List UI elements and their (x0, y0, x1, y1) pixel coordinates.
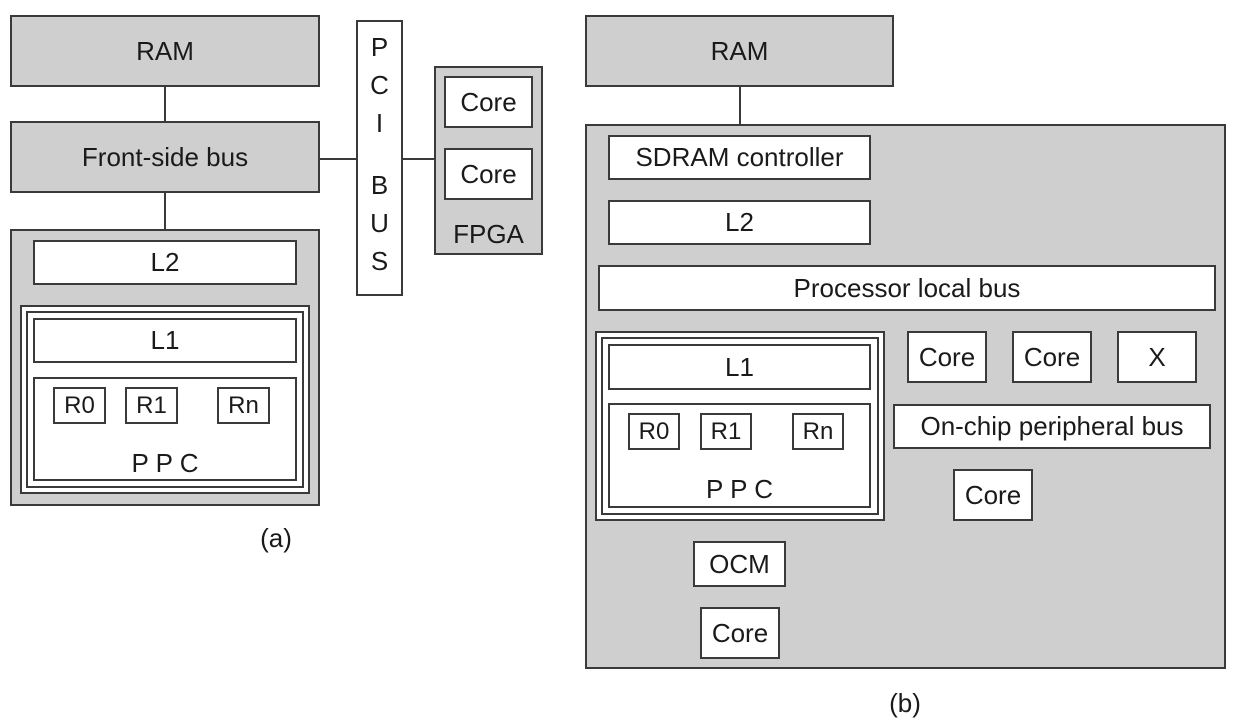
b-sdram-label: SDRAM controller (635, 142, 844, 172)
b-ppc-label: P P C (706, 474, 773, 504)
b-plb-core-2: Core (1012, 331, 1092, 383)
b-opb-label: On-chip peripheral bus (920, 411, 1184, 441)
b-plb-label: Processor local bus (793, 272, 1021, 303)
b-opb-core: Core (953, 469, 1033, 521)
b-l1-box: L1 (608, 344, 871, 390)
a-pci-letter: C (370, 70, 389, 100)
a-fpga-core-1: Core (444, 76, 533, 128)
b-bridge-x-box: X (1117, 331, 1197, 383)
a-pci-letter: I (375, 108, 384, 138)
a-ppc-label: P P C (131, 448, 199, 478)
b-l1-label: L1 (725, 351, 754, 382)
a-fpga-core-2: Core (444, 148, 533, 200)
a-register-r0: R0 (53, 387, 106, 424)
b-rn-label: Rn (802, 417, 834, 445)
b-r1-label: R1 (710, 417, 742, 445)
a-core2-label: Core (460, 158, 517, 189)
a-ram-label: RAM (136, 35, 194, 66)
b-ram-label: RAM (710, 35, 769, 66)
a-l2-label: L2 (150, 247, 180, 277)
b-core-ocm-label: Core (711, 617, 769, 648)
b-sdram-controller-box: SDRAM controller (608, 135, 871, 180)
a-core1-label: Core (460, 86, 517, 117)
b-core-opb-label: Core (964, 479, 1022, 510)
b-register-r1: R1 (700, 413, 752, 450)
b-l2-box: L2 (608, 200, 871, 245)
a-pci-letter: P (370, 32, 389, 62)
a-rn-label: Rn (228, 391, 259, 419)
a-pci-letter: S (370, 246, 389, 276)
b-ram-box: RAM (585, 15, 894, 87)
a-pci-bus-box: P C I B U S (356, 20, 403, 296)
a-fsb-label: Front-side bus (81, 141, 249, 172)
b-ocm-core: Core (700, 607, 780, 659)
a-pci-letter: B (370, 170, 389, 200)
b-l2-label: L2 (725, 207, 754, 237)
b-core2-label: Core (1023, 341, 1081, 372)
a-front-side-bus-box: Front-side bus (10, 121, 320, 193)
b-ocm-label: OCM (709, 548, 770, 579)
b-register-r0: R0 (628, 413, 680, 450)
a-ram-box: RAM (10, 15, 320, 87)
b-processor-local-bus-box: Processor local bus (598, 265, 1216, 311)
b-core1-label: Core (918, 341, 976, 372)
b-r0-label: R0 (638, 417, 670, 445)
a-register-r1: R1 (125, 387, 178, 424)
a-l2-box: L2 (33, 240, 297, 285)
a-fpga-label: FPGA (453, 219, 524, 249)
a-pci-letter: U (370, 208, 389, 238)
a-r0-label: R0 (64, 391, 95, 419)
b-on-chip-peripheral-bus-box: On-chip peripheral bus (893, 404, 1211, 449)
b-ocm-box: OCM (693, 541, 786, 587)
a-r1-label: R1 (136, 391, 167, 419)
b-caption: (b) (889, 688, 921, 718)
a-register-rn: Rn (217, 387, 270, 424)
b-plb-core-1: Core (907, 331, 987, 383)
b-register-rn: Rn (792, 413, 844, 450)
b-x-label: X (1148, 341, 1166, 372)
a-l1-box: L1 (33, 318, 297, 363)
a-caption: (a) (260, 523, 292, 553)
a-l1-label: L1 (150, 325, 180, 355)
